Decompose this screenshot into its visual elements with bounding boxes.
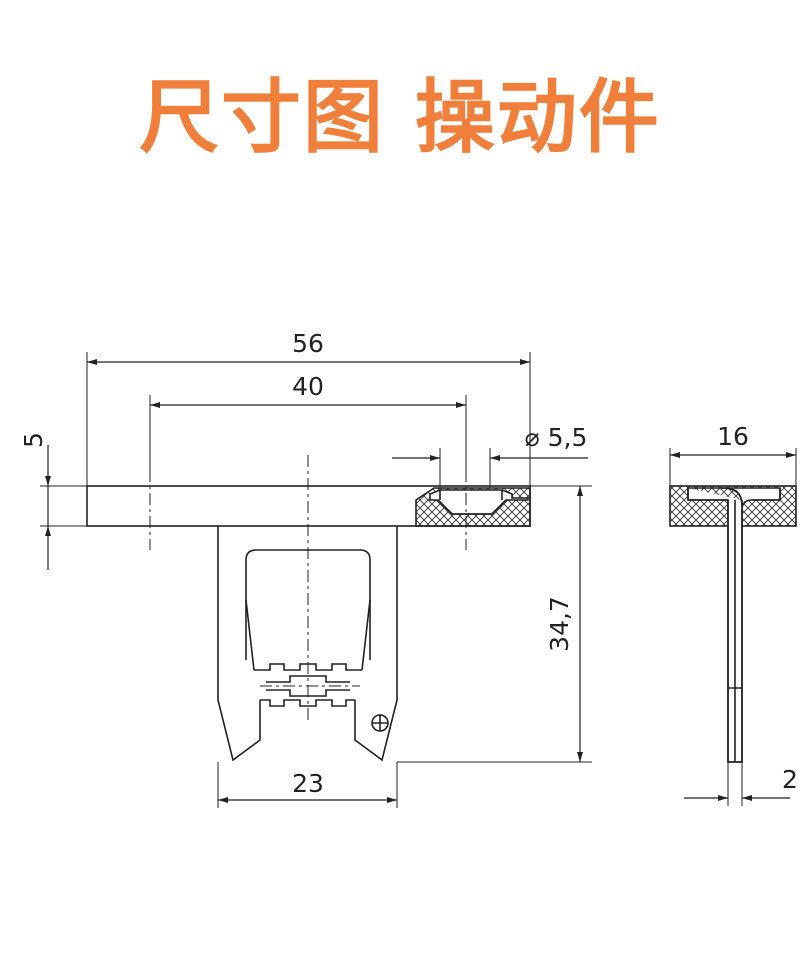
center-lines <box>149 455 467 720</box>
front-view <box>86 485 531 762</box>
dim-label-2: 2 <box>782 765 798 794</box>
side-slot <box>687 487 781 763</box>
dim-label-16: 16 <box>717 422 749 451</box>
dim-label-23: 23 <box>292 769 324 798</box>
hole-cavity-line <box>437 490 507 515</box>
dim-label-5: 5 <box>19 432 48 448</box>
tongue-window-notch <box>245 599 371 671</box>
dimension-lines <box>45 359 588 803</box>
dim-label-hole-diameter: ⌀ 5,5 <box>525 423 588 452</box>
dim-label-56: 56 <box>292 329 324 358</box>
side-stem <box>687 487 743 763</box>
side-view <box>669 485 797 763</box>
dim-label-34-7: 34,7 <box>545 596 574 652</box>
tongue-outer <box>217 526 398 762</box>
teeth-lower <box>260 699 355 707</box>
dim-label-40: 40 <box>292 372 324 401</box>
extension-lines <box>40 352 592 808</box>
page-title: 尺寸图 操动件 <box>139 71 661 164</box>
side-view-dims <box>669 448 797 806</box>
